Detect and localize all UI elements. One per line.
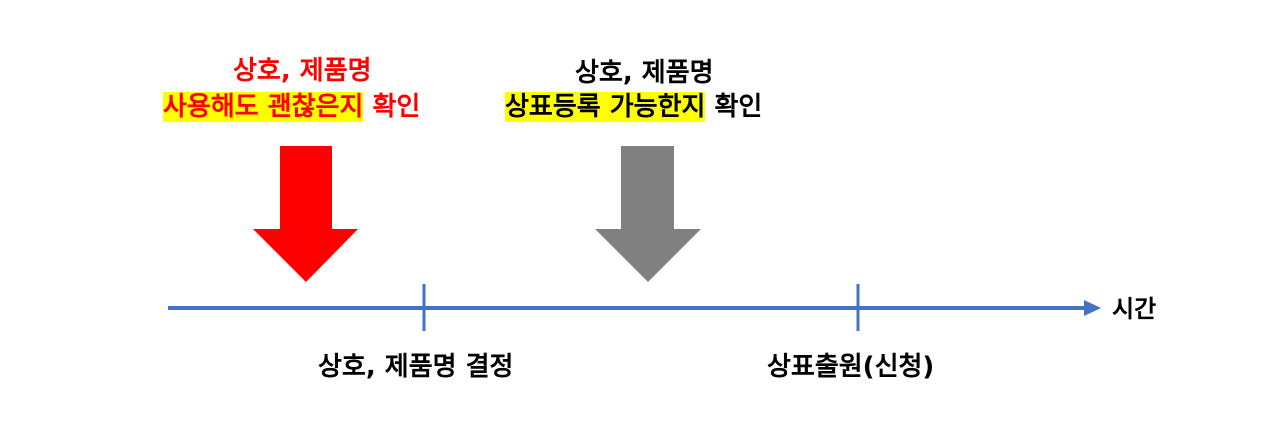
event-label-filing: 상표출원(신청) <box>767 351 934 383</box>
left-down-arrow <box>253 146 358 282</box>
right-note-line2: 상표등록 가능한지 확인 <box>505 91 762 123</box>
left-note-line1-text: 상호, 제품명 <box>233 56 372 86</box>
left-note-line1: 상호, 제품명 <box>233 55 372 87</box>
right-note-tail: 확인 <box>705 92 763 122</box>
left-note-highlight: 사용해도 괜찮은지 <box>163 92 364 122</box>
left-note-tail: 확인 <box>363 92 421 122</box>
axis-label: 시간 <box>1112 293 1156 325</box>
left-note-line2: 사용해도 괜찮은지 확인 <box>163 91 420 123</box>
timeline-arrowhead <box>1084 300 1101 316</box>
right-down-arrow <box>595 146 701 282</box>
event-label-decision: 상호, 제품명 결정 <box>318 351 513 383</box>
event-label-decision-text: 상호, 제품명 결정 <box>318 352 514 382</box>
right-note-highlight: 상표등록 가능한지 <box>505 92 706 122</box>
axis-label-text: 시간 <box>1112 295 1157 323</box>
right-note-line1: 상호, 제품명 <box>575 57 714 89</box>
event-label-filing-text: 상표출원(신청) <box>767 352 935 382</box>
right-note-line1-text: 상호, 제품명 <box>575 58 714 88</box>
